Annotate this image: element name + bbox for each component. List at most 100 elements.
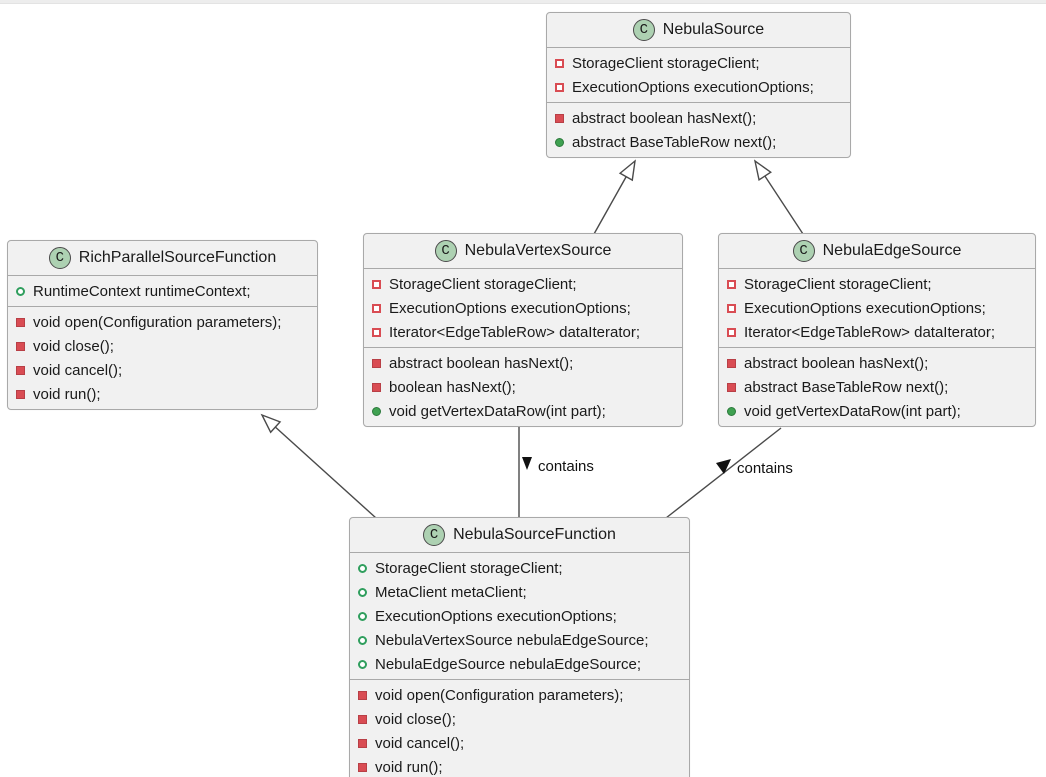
method-row: boolean hasNext(); xyxy=(364,375,682,399)
method-text: void cancel(); xyxy=(33,361,123,379)
public-field-icon xyxy=(358,635,367,645)
private-field-icon xyxy=(372,279,381,289)
field-text: ExecutionOptions executionOptions; xyxy=(389,299,631,317)
contains-label-vertex: contains xyxy=(538,458,594,475)
private-method-icon xyxy=(727,358,736,368)
class-badge-icon: C xyxy=(434,240,457,262)
top-edge-strip xyxy=(0,0,1046,4)
field-text: Iterator<EdgeTableRow> dataIterator; xyxy=(389,323,640,341)
class-badge-icon: C xyxy=(48,247,71,269)
method-row: void close(); xyxy=(8,334,317,358)
field-row: StorageClient storageClient; xyxy=(547,51,850,75)
private-method-icon xyxy=(358,714,367,724)
method-text: abstract boolean hasNext(); xyxy=(744,354,929,372)
method-text: boolean hasNext(); xyxy=(389,378,516,396)
public-field-icon xyxy=(16,286,25,296)
field-row: ExecutionOptions executionOptions; xyxy=(350,604,689,628)
contains-direction-arrow-upright-icon xyxy=(716,459,731,474)
field-row: NebulaEdgeSource nebulaEdgeSource; xyxy=(350,652,689,676)
private-method-icon xyxy=(555,113,564,123)
method-text: void run(); xyxy=(375,758,443,776)
field-text: StorageClient storageClient; xyxy=(375,559,563,577)
private-field-icon xyxy=(372,327,381,337)
class-name: NebulaSourceFunction xyxy=(453,526,616,543)
methods-section: void open(Configuration parameters); voi… xyxy=(350,679,689,777)
private-method-icon xyxy=(16,365,25,375)
method-row: void run(); xyxy=(350,755,689,777)
method-row: void open(Configuration parameters); xyxy=(350,683,689,707)
field-row: ExecutionOptions executionOptions; xyxy=(719,296,1035,320)
fields-section: RuntimeContext runtimeContext; xyxy=(8,275,317,306)
contains-direction-arrow-down-icon xyxy=(522,457,532,470)
class-title: C NebulaSourceFunction xyxy=(350,518,689,552)
method-row: abstract BaseTableRow next(); xyxy=(547,130,850,154)
field-text: RuntimeContext runtimeContext; xyxy=(33,282,251,300)
class-badge-icon: C xyxy=(792,240,815,262)
methods-section: abstract boolean hasNext(); abstract Bas… xyxy=(547,102,850,157)
public-method-icon xyxy=(555,137,564,147)
method-row: abstract boolean hasNext(); xyxy=(364,351,682,375)
method-text: abstract BaseTableRow next(); xyxy=(744,378,949,396)
field-text: MetaClient metaClient; xyxy=(375,583,527,601)
field-row: ExecutionOptions executionOptions; xyxy=(547,75,850,99)
method-row: abstract BaseTableRow next(); xyxy=(719,375,1035,399)
method-row: void open(Configuration parameters); xyxy=(8,310,317,334)
public-method-icon xyxy=(372,406,381,416)
methods-section: void open(Configuration parameters); voi… xyxy=(8,306,317,409)
fields-section: StorageClient storageClient; ExecutionOp… xyxy=(719,268,1035,347)
field-row: Iterator<EdgeTableRow> dataIterator; xyxy=(719,320,1035,344)
private-method-icon xyxy=(727,382,736,392)
class-nebula-source-function: C NebulaSourceFunction StorageClient sto… xyxy=(349,517,690,777)
field-row: RuntimeContext runtimeContext; xyxy=(8,279,317,303)
method-text: void getVertexDataRow(int part); xyxy=(744,402,961,420)
class-title: C NebulaVertexSource xyxy=(364,234,682,268)
method-row: void close(); xyxy=(350,707,689,731)
method-text: void cancel(); xyxy=(375,734,465,752)
methods-section: abstract boolean hasNext(); abstract Bas… xyxy=(719,347,1035,426)
method-text: abstract BaseTableRow next(); xyxy=(572,133,777,151)
field-text: NebulaEdgeSource nebulaEdgeSource; xyxy=(375,655,642,673)
method-text: void close(); xyxy=(33,337,114,355)
method-text: abstract boolean hasNext(); xyxy=(389,354,574,372)
extends-arrow-edgesource-to-nebulasource xyxy=(753,159,804,235)
class-title: C NebulaSource xyxy=(547,13,850,47)
method-row: void cancel(); xyxy=(350,731,689,755)
public-field-icon xyxy=(358,659,367,669)
private-method-icon xyxy=(372,358,381,368)
extends-arrow-sourcefunction-to-richparallel xyxy=(260,413,377,519)
method-text: void run(); xyxy=(33,385,101,403)
class-nebula-edge-source: C NebulaEdgeSource StorageClient storage… xyxy=(718,233,1036,427)
field-row: ExecutionOptions executionOptions; xyxy=(364,296,682,320)
class-nebula-source: C NebulaSource StorageClient storageClie… xyxy=(546,12,851,158)
private-field-icon xyxy=(727,279,736,289)
extends-arrow-vertexsource-to-nebulasource xyxy=(593,159,636,235)
field-text: ExecutionOptions executionOptions; xyxy=(744,299,986,317)
private-method-icon xyxy=(358,762,367,772)
contains-label-edge: contains xyxy=(737,460,793,477)
method-text: void getVertexDataRow(int part); xyxy=(389,402,606,420)
class-nebula-vertex-source: C NebulaVertexSource StorageClient stora… xyxy=(363,233,683,427)
private-method-icon xyxy=(16,317,25,327)
fields-section: StorageClient storageClient; ExecutionOp… xyxy=(547,47,850,102)
method-row: void cancel(); xyxy=(8,358,317,382)
private-method-icon xyxy=(16,341,25,351)
public-field-icon xyxy=(358,587,367,597)
field-text: ExecutionOptions executionOptions; xyxy=(572,78,814,96)
method-row: void getVertexDataRow(int part); xyxy=(364,399,682,423)
private-field-icon xyxy=(555,58,564,68)
method-row: void getVertexDataRow(int part); xyxy=(719,399,1035,423)
class-name: NebulaSource xyxy=(662,21,765,38)
method-row: abstract boolean hasNext(); xyxy=(719,351,1035,375)
public-method-icon xyxy=(727,406,736,416)
fields-section: StorageClient storageClient; MetaClient … xyxy=(350,552,689,679)
field-row: StorageClient storageClient; xyxy=(719,272,1035,296)
private-field-icon xyxy=(555,82,564,92)
method-text: void open(Configuration parameters); xyxy=(33,313,282,331)
method-text: void open(Configuration parameters); xyxy=(375,686,624,704)
method-row: abstract boolean hasNext(); xyxy=(547,106,850,130)
private-field-icon xyxy=(727,303,736,313)
class-badge-icon: C xyxy=(632,19,655,41)
public-field-icon xyxy=(358,563,367,573)
